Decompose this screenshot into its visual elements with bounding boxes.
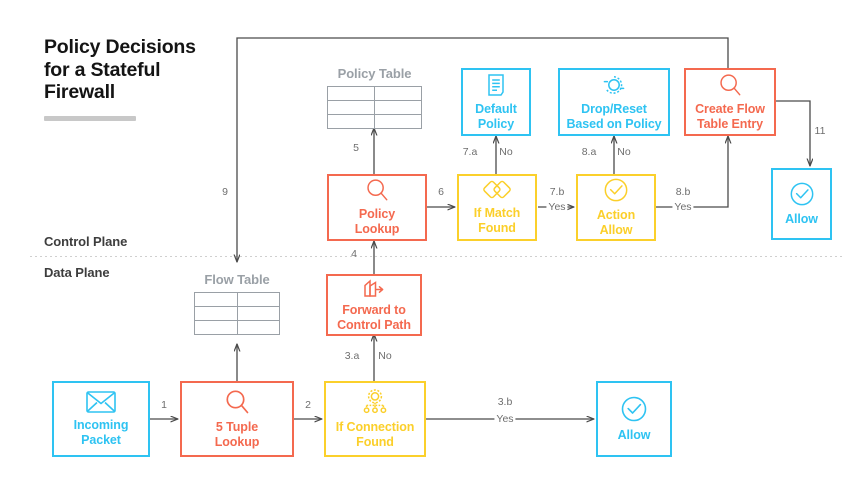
edge-label-9-step: 9 <box>222 186 228 198</box>
edge-label-8b-step: 8.b <box>675 186 691 198</box>
node-if-connection-found-line-1: If Connection <box>335 419 415 434</box>
node-default-policy-line-2: Policy <box>477 116 515 131</box>
node-forward-to-control-path[interactable]: Forward to Control Path <box>326 274 422 336</box>
node-create-flow-table-entry-line-2: Table Entry <box>696 116 764 131</box>
page-title-line-1: Policy Decisions <box>44 36 196 58</box>
node-allow-control-plane-label: Allow <box>785 212 818 227</box>
edge-label-7b-step: 7.b <box>549 186 565 198</box>
node-policy-lookup-line-1: Policy <box>358 207 396 222</box>
edge-label-3b-step: 3.b <box>497 396 513 408</box>
node-create-flow-table-entry-line-1: Create Flow <box>695 101 765 116</box>
document-icon <box>485 73 507 97</box>
node-if-match-found-line-2: Found <box>478 221 516 235</box>
node-if-match-found[interactable]: If Match Found <box>457 174 537 241</box>
page-title-line-2: for a Stateful <box>44 58 161 81</box>
node-if-match-found-line-1: If Match <box>473 206 521 221</box>
edge-label-7a-step: 7.a <box>462 146 478 158</box>
edge-label-3a-answer: No <box>378 350 392 362</box>
node-default-policy[interactable]: Default Policy <box>461 68 531 136</box>
table-row <box>194 306 280 321</box>
flow-table: Flow Table <box>194 272 280 335</box>
node-action-allow-line-1: Action <box>596 208 636 223</box>
node-if-connection-found[interactable]: If Connection Found <box>324 381 426 457</box>
magnifier-icon <box>224 389 250 415</box>
node-policy-lookup-line-2: Lookup <box>354 222 400 236</box>
edge-label-3a-step: 3.a <box>344 350 360 362</box>
node-incoming-packet-line-1: Incoming <box>73 417 129 432</box>
check-circle-icon <box>620 395 648 423</box>
node-default-policy-line-1: Default <box>475 101 517 116</box>
page-title-line-3: Firewall <box>44 81 116 104</box>
node-allow-data-plane[interactable]: Allow <box>596 381 672 457</box>
flow-table-grid <box>194 292 280 335</box>
policy-table-title: Policy Table <box>337 66 412 81</box>
table-row <box>194 292 280 307</box>
node-drop-reset-policy-line-1: Drop/Reset <box>581 101 647 116</box>
table-row <box>327 100 422 115</box>
node-allow-data-plane-label: Allow <box>617 428 651 443</box>
policy-table: Policy Table <box>327 66 422 129</box>
magnifier-icon <box>365 178 389 202</box>
node-if-connection-found-line-2: Found <box>356 434 394 449</box>
table-row <box>194 320 280 335</box>
edge-label-4-step: 4 <box>351 248 357 260</box>
node-incoming-packet-line-2: Packet <box>81 432 121 447</box>
envelope-icon <box>86 390 116 413</box>
edge-label-2-step: 2 <box>305 399 311 411</box>
node-five-tuple-lookup-line-2: Lookup <box>214 434 260 449</box>
gear-tree-icon <box>360 389 390 415</box>
edge-11-line <box>776 100 810 166</box>
edge-label-7a-answer: No <box>499 146 513 158</box>
edge-label-1-step: 1 <box>161 399 167 411</box>
reset-circle-icon <box>600 73 628 97</box>
node-policy-lookup[interactable]: Policy Lookup <box>327 174 427 241</box>
edge-label-8b-answer: Yes <box>672 201 694 213</box>
control-plane-label: Control Plane <box>44 234 128 249</box>
flow-table-title: Flow Table <box>204 272 270 287</box>
node-incoming-packet[interactable]: Incoming Packet <box>52 381 150 457</box>
check-circle-icon <box>603 177 629 203</box>
edge-label-7b-answer: Yes <box>546 201 568 213</box>
node-five-tuple-lookup[interactable]: 5 Tuple Lookup <box>180 381 294 457</box>
table-row <box>327 114 422 129</box>
edge-label-5-step: 5 <box>353 142 359 154</box>
node-action-allow[interactable]: Action Allow <box>576 174 656 241</box>
edge-label-3b-answer: Yes <box>494 413 516 425</box>
node-create-flow-table-entry[interactable]: Create Flow Table Entry <box>684 68 776 136</box>
data-plane-label: Data Plane <box>44 265 110 280</box>
node-five-tuple-lookup-line-1: 5 Tuple <box>215 419 259 434</box>
node-action-allow-line-2: Allow <box>599 223 633 237</box>
edge-label-6-step: 6 <box>438 186 444 198</box>
edge-label-8a-answer: No <box>617 146 631 158</box>
page-title: Policy Decisions for a Stateful Firewall <box>44 36 259 104</box>
table-row <box>327 86 422 101</box>
handoff-icon <box>362 278 386 298</box>
policy-table-grid <box>327 86 422 129</box>
node-forward-to-control-path-line-2: Control Path <box>337 317 411 332</box>
node-allow-control-plane[interactable]: Allow <box>771 168 832 240</box>
edge-label-8a-step: 8.a <box>581 146 597 158</box>
node-drop-reset-policy[interactable]: Drop/Reset Based on Policy <box>558 68 670 136</box>
edge-label-11-step: 11 <box>814 125 826 137</box>
node-forward-to-control-path-line-1: Forward to <box>342 302 406 317</box>
title-underline-rule <box>44 116 136 121</box>
node-drop-reset-policy-line-2: Based on Policy <box>566 116 662 131</box>
edge-8b-line <box>656 136 728 208</box>
check-circle-icon <box>789 181 815 207</box>
magnifier-icon <box>718 73 742 97</box>
diamonds-icon <box>482 179 512 201</box>
